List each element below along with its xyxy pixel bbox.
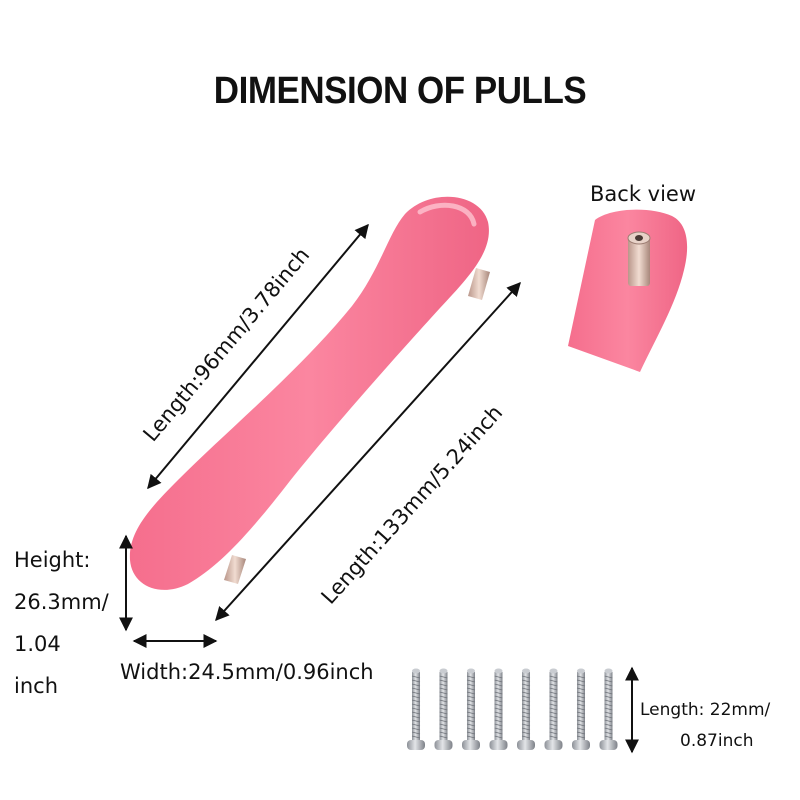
screw-group <box>407 668 618 750</box>
screw <box>462 668 480 750</box>
screw-length-label-line1: Length: 22mm/ <box>640 700 771 720</box>
screw <box>434 668 453 750</box>
back-view-pin <box>628 238 650 286</box>
screw <box>599 668 618 750</box>
width-label: Width:24.5mm/0.96inch <box>120 660 374 684</box>
screw-length-label-line2: 0.87inch <box>680 731 754 751</box>
height-label-line1: Height: <box>14 548 91 572</box>
back-view-pin-hole <box>635 235 643 241</box>
height-label-line2: 26.3mm/ <box>14 590 109 614</box>
page-title: DIMENSION OF PULLS <box>213 70 587 112</box>
total-length-arrow <box>215 281 521 622</box>
screw <box>572 668 590 750</box>
screw <box>517 668 535 750</box>
back-view-piece <box>568 209 688 372</box>
pull-pin-top <box>468 268 490 300</box>
screw <box>544 668 563 750</box>
back-view-label: Back view <box>590 182 697 206</box>
pull-pin-bottom <box>224 555 246 584</box>
screw <box>489 668 508 750</box>
height-label-line3: 1.04 <box>14 632 61 656</box>
pull-handle-highlight <box>417 202 477 227</box>
height-label-line4: inch <box>14 674 58 698</box>
screw <box>407 668 425 750</box>
